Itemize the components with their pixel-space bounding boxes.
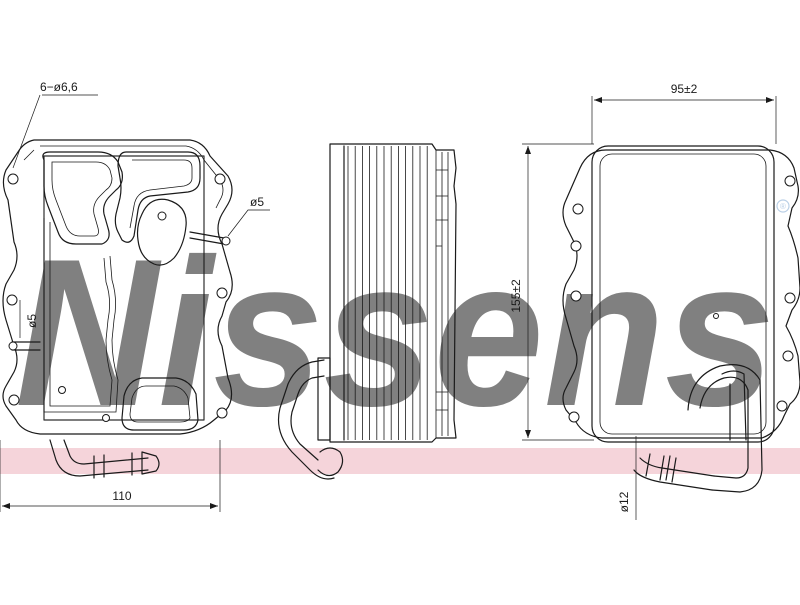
watermark-band <box>0 448 800 474</box>
front-small-port-right <box>189 231 231 246</box>
mounting-hole <box>784 175 796 187</box>
mounting-hole <box>570 290 582 302</box>
side-view <box>277 143 457 480</box>
front-mounting-holes <box>6 173 228 422</box>
mounting-hole <box>7 173 19 185</box>
back-core-inner <box>599 153 767 435</box>
side-outlet-pipe <box>277 359 335 480</box>
back-dimensions: 95±2 155±2 ø12 <box>509 82 777 520</box>
front-port-bottom <box>121 377 199 431</box>
mounting-hole <box>570 240 582 252</box>
back-pipe-collar <box>721 370 747 441</box>
front-outlet-pipe <box>49 439 149 477</box>
front-port-top-left-inner <box>51 161 113 237</box>
mounting-hole <box>782 350 794 362</box>
svg-text:®: ® <box>780 202 786 211</box>
front-oval-hole <box>157 211 167 221</box>
side-cooling-fins <box>347 146 428 440</box>
small-port-top-label: ø5 <box>250 195 264 209</box>
mounting-hole <box>776 400 788 412</box>
width-back-label: 95±2 <box>671 82 698 96</box>
front-port-top-left <box>42 151 123 245</box>
small-hole <box>102 414 110 422</box>
front-gasket-channel <box>43 218 119 413</box>
front-dimensions: 110 6−ø6,6 ø5 ø5 <box>0 80 270 512</box>
small-hole <box>58 386 66 394</box>
mounting-hole <box>784 292 796 304</box>
mounting-hole <box>572 203 584 215</box>
back-view <box>562 145 800 493</box>
mounting-hole <box>216 287 228 299</box>
front-port-oval <box>136 198 187 266</box>
back-pipe-fitting <box>645 453 677 483</box>
mounting-hole <box>214 173 226 185</box>
front-port-bottom-inner <box>129 385 191 423</box>
front-port-top-right-inner <box>129 159 193 229</box>
height-label: 155±2 <box>509 279 523 313</box>
mounting-hole <box>6 294 18 306</box>
mounting-hole <box>8 394 20 406</box>
registered-mark-icon: ® <box>776 199 790 213</box>
front-gasket-channel-inner <box>49 222 113 407</box>
watermark: Nissens ® <box>0 199 800 474</box>
pipe-diameter-label: ø12 <box>617 491 631 512</box>
width-front-label: 110 <box>112 489 131 503</box>
side-flange <box>435 150 449 438</box>
mounting-hole <box>216 407 228 419</box>
small-hole <box>713 313 719 319</box>
small-port-left-label: ø5 <box>25 314 39 328</box>
watermark-logo-text: Nissens <box>15 215 775 450</box>
leader-port-top <box>227 209 270 237</box>
front-view <box>2 139 233 479</box>
front-port-top-right <box>114 151 201 243</box>
side-pipe-fitting <box>317 447 344 477</box>
front-pipe-fitting <box>93 451 160 479</box>
back-mounting-plate <box>562 149 800 439</box>
side-flange-steps <box>436 169 448 411</box>
side-pipe-connector <box>317 357 331 441</box>
front-small-port-left <box>8 341 41 351</box>
leader-holes <box>12 94 41 169</box>
back-mounting-holes <box>568 175 796 423</box>
front-plate-inner-edge <box>23 145 224 209</box>
mounting-hole <box>568 411 580 423</box>
mounting-holes-label: 6−ø6,6 <box>40 80 78 94</box>
back-core <box>591 145 775 443</box>
front-mounting-plate <box>2 139 233 435</box>
back-pipe-bend <box>687 364 763 493</box>
